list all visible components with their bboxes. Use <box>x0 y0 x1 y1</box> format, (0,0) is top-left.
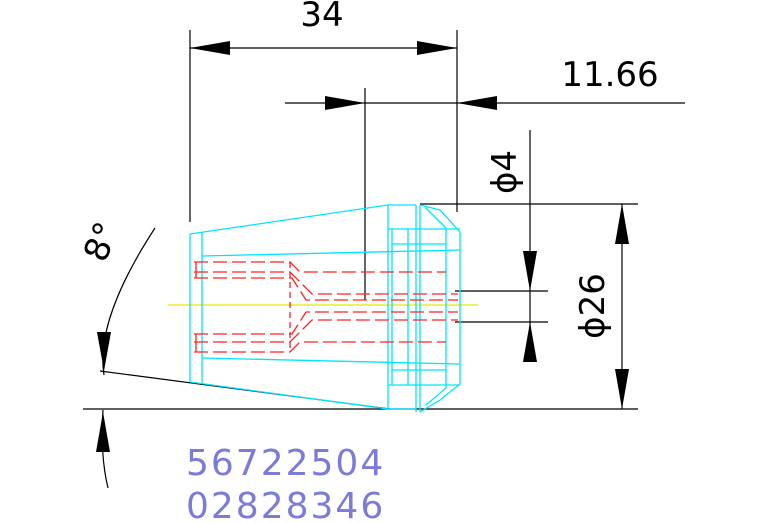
length-label: 34 <box>300 0 343 35</box>
collet-hidden-bore <box>194 261 458 353</box>
collet-outline <box>189 204 461 413</box>
part-number-2: 02828346 <box>186 486 385 523</box>
part-number-1: 56722504 <box>186 443 385 484</box>
dimension-offset: 11.66 <box>285 55 685 300</box>
taper-angle-label: 8° <box>76 216 128 267</box>
outer-diameter-label: ϕ26 <box>573 273 613 339</box>
dimension-length: 34 <box>189 0 458 222</box>
dimension-outer-diameter: ϕ26 <box>420 203 638 410</box>
dimension-bore: ϕ4 <box>455 130 548 362</box>
offset-label: 11.66 <box>561 55 658 95</box>
bore-diameter-label: ϕ4 <box>485 150 525 194</box>
